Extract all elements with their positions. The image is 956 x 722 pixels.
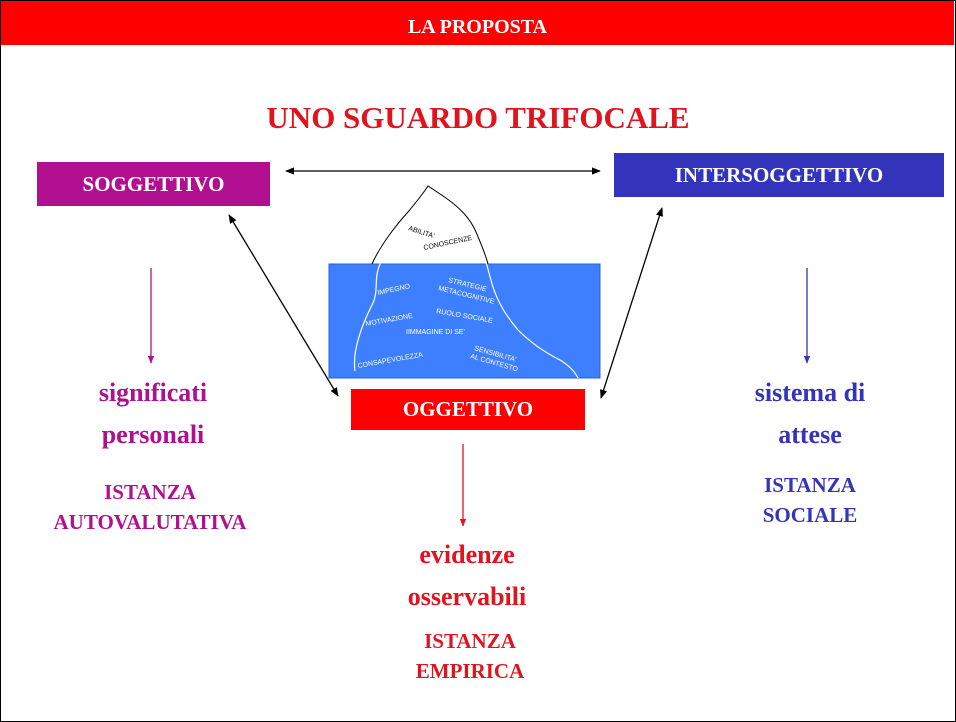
soggettivo-box: SOGGETTIVO [37, 162, 270, 206]
iceberg-water [328, 263, 601, 379]
iceberg-label: IIMMAGINE DI SE' [406, 329, 465, 336]
iceberg-label: ABILITA' [407, 225, 435, 240]
self-assessment-instance: ISTANZA AUTOVALUTATIVA [0, 477, 300, 538]
intersoggettivo-box: INTERSOGGETTIVO [614, 153, 944, 197]
empirical-instance: ISTANZA EMPIRICA [370, 626, 570, 687]
arrow-soggettivo-oggettivo [228, 214, 339, 397]
label-line: AUTOVALUTATIVA [53, 510, 247, 535]
oggettivo-box: OGGETTIVO [351, 389, 585, 430]
label-line: attese [778, 419, 842, 449]
label-line: ISTANZA [764, 473, 856, 497]
label-line: osservabili [407, 581, 527, 611]
label-line: personali [101, 419, 205, 449]
social-instance: ISTANZA SOCIALE [710, 470, 910, 531]
label-line: EMPIRICA [415, 659, 525, 684]
iceberg-tip-outline [371, 185, 489, 265]
expectations-system-label: sistema di attese [690, 372, 930, 455]
label-line: significati [98, 378, 208, 407]
arrow-intersoggettivo-oggettivo [600, 207, 663, 399]
observable-evidence-label: evidenze osservabili [330, 534, 604, 617]
label-line: ISTANZA [104, 480, 196, 504]
label-line: evidenze [419, 540, 515, 569]
main-title: UNO SGUARDO TRIFOCALE [266, 100, 690, 135]
slide-header: LA PROPOSTA [1, 1, 954, 45]
label-line: SOCIALE [762, 503, 858, 528]
personal-meanings-label: significati personali [40, 372, 266, 455]
label-line: ISTANZA [424, 629, 516, 653]
label-line: sistema di [754, 378, 866, 407]
